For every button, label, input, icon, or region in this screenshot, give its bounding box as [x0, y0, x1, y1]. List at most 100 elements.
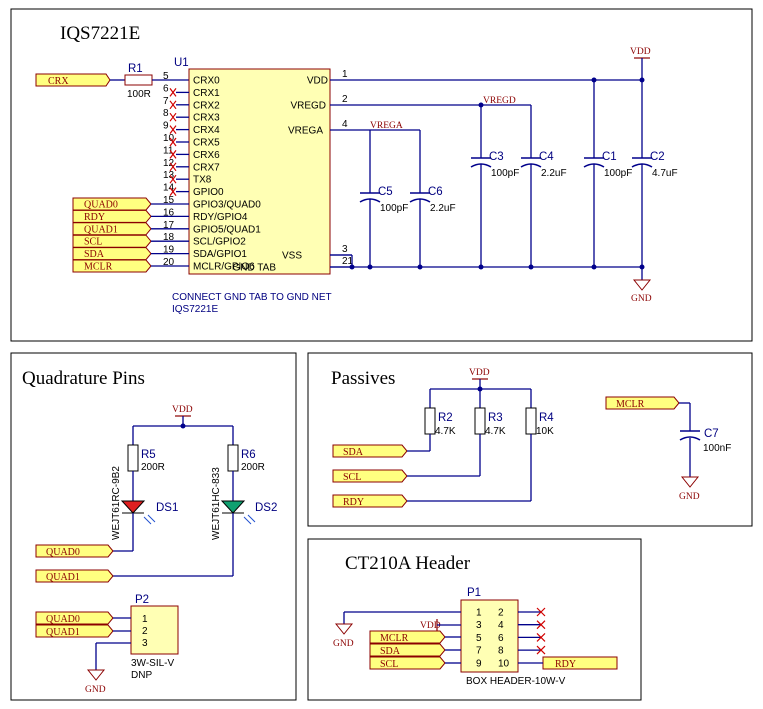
r3-value: 4.7K — [485, 426, 506, 437]
no-connect-icon — [536, 645, 546, 655]
u1-pin-name: CRX2 — [193, 100, 220, 111]
mclr-port-label: MCLR — [616, 399, 645, 410]
p2-pin: 3 — [142, 638, 148, 649]
ds1-ref: DS1 — [156, 502, 178, 514]
u1-pin-name: VDD — [307, 76, 328, 87]
gnd-symbol — [86, 669, 106, 681]
header-section-frame — [307, 538, 642, 701]
junction-dot — [639, 77, 645, 83]
c2-ref: C2 — [650, 151, 665, 163]
p2-note: DNP — [131, 670, 152, 681]
u1-pin-number: 4 — [342, 119, 348, 130]
u1-pin-name: CRX7 — [193, 162, 220, 173]
passives-section-frame — [307, 352, 753, 527]
u1-pin-name: RDY/GPIO4 — [193, 212, 248, 223]
p1-pin: 2 — [498, 608, 504, 619]
mclr-port: MCLR — [605, 396, 680, 410]
junction-dot — [349, 264, 355, 270]
u1-pin-number: 19 — [163, 245, 175, 256]
u1-pin-name: VREGA — [288, 126, 323, 137]
rdy-port: RDY — [542, 656, 618, 670]
r5-value: 200R — [141, 462, 165, 473]
u1-pin-number: 3 — [342, 244, 348, 255]
scl-port-label: SCL — [380, 659, 398, 670]
c5-ref: C5 — [378, 186, 393, 198]
header-section-title: CT210A Header — [345, 553, 471, 574]
u1-note-line2: IQS7221E — [172, 304, 218, 315]
junction-dot — [367, 264, 373, 270]
c4-ref: C4 — [539, 151, 554, 163]
p2-pin: 1 — [142, 614, 148, 625]
vdd-net-label: VDD — [630, 47, 651, 57]
no-connect-icon — [536, 620, 546, 630]
crx-port: CRX — [35, 73, 111, 87]
rdy-port-label: RDY — [343, 497, 364, 508]
u1-pin-name: SDA/GPIO1 — [193, 249, 247, 260]
u1-pin-number: 16 — [163, 207, 175, 218]
no-connect-icon — [536, 632, 546, 642]
c1-ref: C1 — [602, 151, 617, 163]
mclr-port-label: MCLR — [84, 262, 113, 273]
u1-pin-name: TX8 — [193, 175, 212, 186]
no-connect-icon — [169, 150, 177, 159]
c1-value: 100pF — [604, 168, 632, 179]
scl-port-label: SCL — [84, 237, 102, 248]
r2-ref: R2 — [438, 412, 453, 424]
sda-port: SDA — [369, 643, 446, 657]
u1-pin-name: MCLR/GPIO6 — [193, 262, 255, 273]
p1-pin: 1 — [476, 608, 482, 619]
main-section-frame — [10, 8, 753, 342]
c6-value: 2.2uF — [430, 203, 456, 214]
r4-ref: R4 — [539, 412, 554, 424]
ds2-ref: DS2 — [255, 502, 277, 514]
vdd-net-label: VDD — [420, 621, 441, 631]
ds1-part: WEJT61RC-9B2 — [111, 466, 122, 540]
u1-pin-number: 13 — [163, 170, 175, 181]
u1-pin-number: 18 — [163, 232, 175, 243]
u1-pin-number: 17 — [163, 220, 175, 231]
u1-pin-number: 20 — [163, 257, 175, 268]
no-connect-icon — [169, 162, 177, 172]
no-connect-icon — [169, 88, 177, 97]
gnd-label: GND — [679, 492, 700, 502]
u1-pin-name: VREGD — [290, 101, 326, 112]
gnd-label: GND — [333, 639, 354, 649]
u1-pin-number: 1 — [342, 69, 348, 80]
no-connect-icon — [169, 137, 177, 147]
u1-pin-name: GPIO5/QUAD1 — [193, 224, 261, 235]
u1-pin-name: CRX3 — [193, 113, 220, 124]
scl-port — [72, 234, 152, 248]
vdd-net-label: VDD — [172, 405, 193, 415]
c4-value: 2.2uF — [541, 168, 567, 179]
u1-pin-name: VSS — [282, 251, 302, 262]
quad1-port: QUAD1 — [35, 569, 114, 583]
r4-value: 10K — [536, 426, 554, 437]
gnd-symbol — [632, 279, 652, 291]
u1-pin-number: 9 — [163, 121, 169, 132]
sda-port-label: SDA — [343, 447, 364, 458]
u1-pin-name: GPIO0 — [193, 187, 224, 198]
junction-dot — [417, 264, 423, 270]
quadrature-section-frame — [10, 352, 297, 701]
ds1-emission-icon — [143, 514, 156, 525]
u1-pin-number: 6 — [163, 83, 169, 94]
c7-plate — [679, 436, 701, 441]
junction-dot — [591, 77, 597, 83]
quad0-port-label: QUAD0 — [46, 614, 80, 625]
u1-pin-number: 12 — [163, 158, 175, 169]
p1-pin: 8 — [498, 646, 504, 657]
sda-port — [72, 247, 152, 261]
junction-dot — [180, 423, 186, 429]
u1-pin-name: CRX6 — [193, 150, 220, 161]
u1-pin-name: CRX0 — [193, 76, 220, 87]
main-capacitors: C5100pFC62.2uFC3100pFC42.2uFC1100pFC24.7… — [359, 77, 678, 270]
c7-ref: C7 — [704, 428, 719, 440]
ds2-led — [220, 500, 246, 514]
c6-ref: C6 — [428, 186, 443, 198]
p2-ref: P2 — [135, 594, 149, 606]
quad1-port: QUAD1 — [35, 624, 114, 638]
gnd-label: GND — [85, 685, 106, 695]
no-connect-icon — [169, 112, 177, 122]
